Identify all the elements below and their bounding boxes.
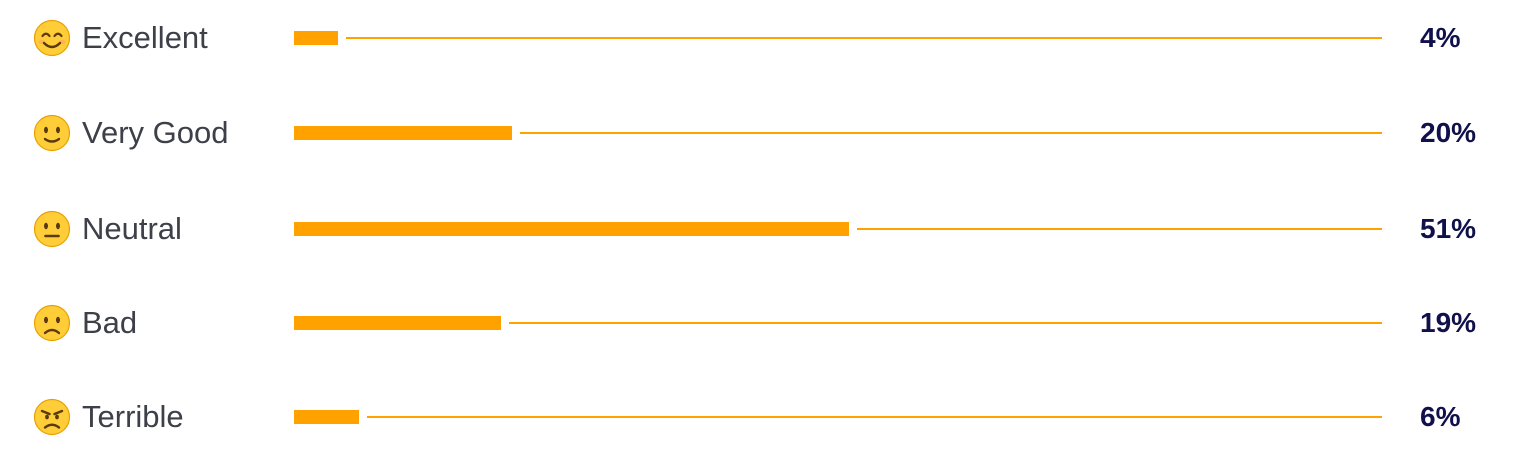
value-label-excellent: 4% (1420, 22, 1461, 53)
value-label-bad: 19% (1420, 307, 1477, 338)
value-label-terrible: 6% (1420, 401, 1461, 432)
rating-row-bad: Bad 19% (0, 295, 1520, 351)
rating-row-very-good: Very Good 20% (0, 105, 1520, 161)
track-line-terrible (367, 416, 1382, 418)
rating-label-neutral: Neutral (82, 211, 182, 246)
bar-track-excellent (294, 10, 1382, 66)
rating-row-excellent: Excellent 4% (0, 10, 1520, 66)
rating-row-terrible: Terrible 6% (0, 389, 1520, 445)
bar-track-very-good (294, 105, 1382, 161)
bar-track-terrible (294, 389, 1382, 445)
slightly-frowning-face-icon (33, 304, 71, 342)
rating-row-neutral: Neutral 51% (0, 201, 1520, 257)
bar-track-neutral (294, 201, 1382, 257)
bar-track-bad (294, 295, 1382, 351)
slightly-smiling-face-icon (33, 114, 71, 152)
track-line-bad (509, 322, 1382, 324)
rating-label-very-good: Very Good (82, 115, 229, 150)
bar-bad (294, 316, 501, 330)
track-line-neutral (857, 228, 1382, 230)
value-label-very-good: 20% (1420, 117, 1477, 148)
smiling-face-icon (33, 19, 71, 57)
value-label-neutral: 51% (1420, 213, 1477, 244)
track-line-very-good (520, 132, 1382, 134)
bar-neutral (294, 222, 849, 236)
bar-very-good (294, 126, 512, 140)
angry-face-icon (33, 398, 71, 436)
bar-excellent (294, 31, 338, 45)
rating-label-excellent: Excellent (82, 20, 208, 55)
rating-label-bad: Bad (82, 305, 138, 340)
rating-label-terrible: Terrible (82, 399, 184, 434)
bar-terrible (294, 410, 359, 424)
neutral-face-icon (33, 210, 71, 248)
track-line-excellent (346, 37, 1382, 39)
